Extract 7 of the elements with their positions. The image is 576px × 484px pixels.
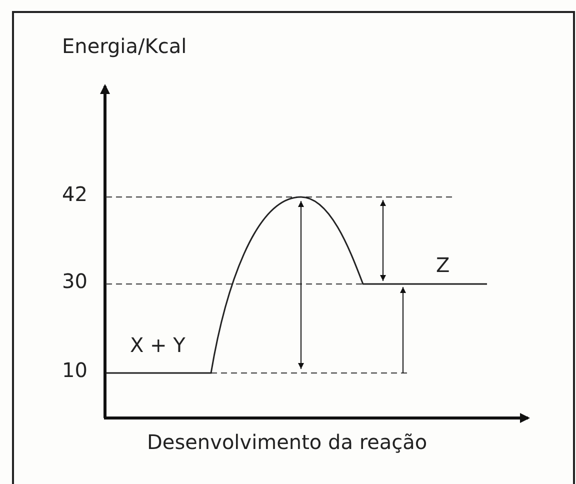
axis-label: 42: [62, 184, 88, 204]
axis-label: Desenvolvimento da reação: [147, 432, 428, 452]
axis-label: 30: [62, 271, 88, 291]
axis-label: Energia/Kcal: [62, 36, 187, 56]
axis-label: Z: [436, 255, 450, 275]
axis-label: 10: [62, 360, 88, 380]
axis-label: X + Y: [130, 335, 186, 355]
